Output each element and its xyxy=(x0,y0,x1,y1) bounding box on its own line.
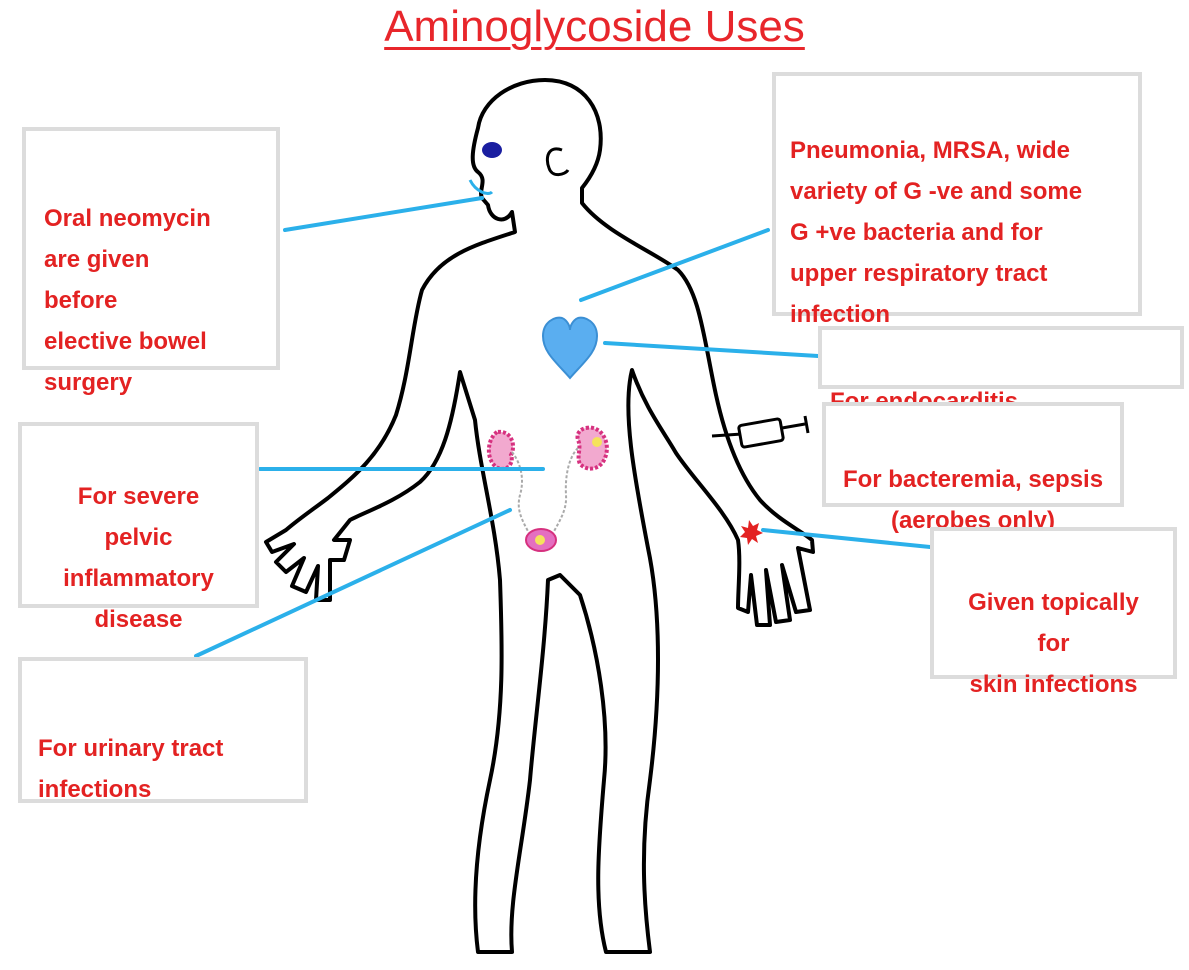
label-topical: Given topically for skin infections xyxy=(930,527,1177,679)
label-endocarditis: For endocarditis xyxy=(818,326,1184,389)
bladder-icon xyxy=(526,529,556,551)
label-topical-text: Given topically for skin infections xyxy=(940,582,1167,705)
label-urinary: For urinary tract infections xyxy=(18,657,308,803)
label-pelvic-text: For severe pelvic inflammatory disease xyxy=(30,476,247,640)
eye-icon xyxy=(482,142,502,158)
label-pneumonia-text: Pneumonia, MRSA, wide variety of G -ve a… xyxy=(790,130,1128,335)
leader-line-oral xyxy=(285,198,482,230)
human-body-outline-icon xyxy=(266,80,813,952)
label-oral-neomycin-text: Oral neomycin are given before elective … xyxy=(44,198,262,403)
label-oral-neomycin: Oral neomycin are given before elective … xyxy=(22,127,280,370)
label-bacteremia: For bacteremia, sepsis (aerobes only) xyxy=(822,402,1124,507)
label-urinary-text: For urinary tract infections xyxy=(38,728,294,810)
label-pneumonia: Pneumonia, MRSA, wide variety of G -ve a… xyxy=(772,72,1142,316)
label-pelvic: For severe pelvic inflammatory disease xyxy=(18,422,259,608)
